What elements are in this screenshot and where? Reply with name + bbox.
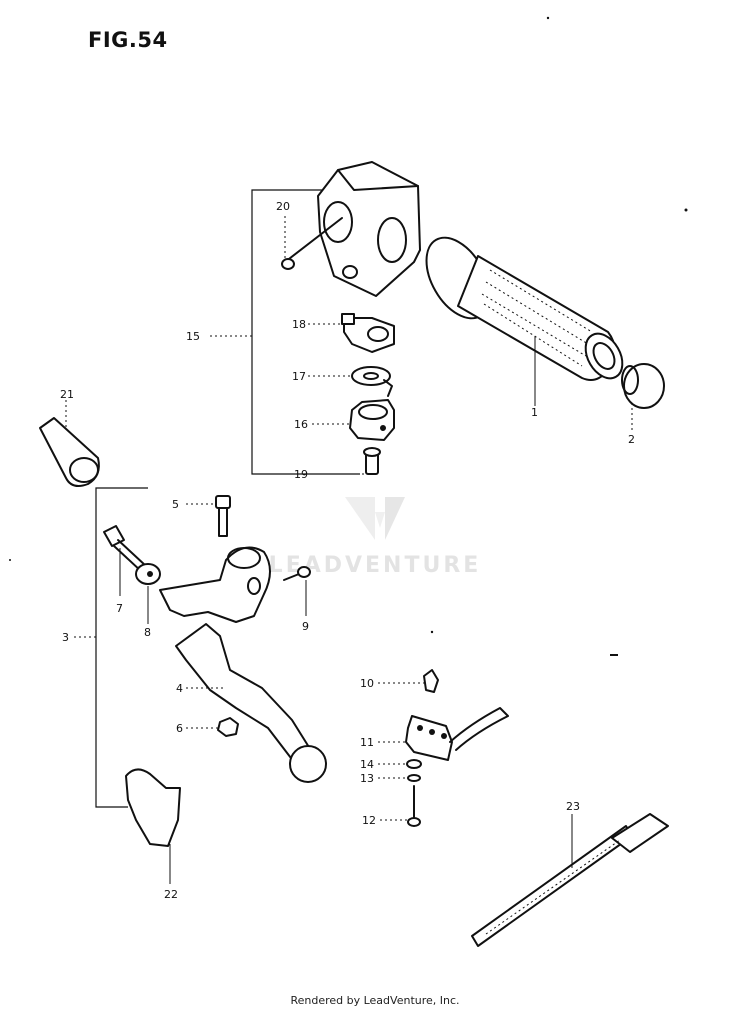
cable-guide-part-18 bbox=[341, 313, 395, 353]
callout-10: 10 bbox=[360, 677, 374, 690]
callout-20: 20 bbox=[276, 200, 290, 213]
cable-tie-part-23 bbox=[471, 813, 669, 947]
grip-end-cap-part-2 bbox=[621, 363, 665, 409]
callout-11: 11 bbox=[360, 736, 374, 749]
group-bracket-15 bbox=[210, 189, 360, 475]
callout-2: 2 bbox=[628, 433, 635, 446]
screw-part-12 bbox=[407, 785, 421, 827]
callout-7: 7 bbox=[116, 602, 123, 615]
scan-specks bbox=[9, 16, 688, 656]
footer-credit: Rendered by LeadVenture, Inc. bbox=[290, 994, 460, 1007]
callout-17: 17 bbox=[292, 370, 306, 383]
callout-labels: 1 2 3 4 5 6 7 8 9 10 11 12 13 14 15 16 1… bbox=[60, 200, 635, 901]
figure-title: FIG.54 bbox=[88, 28, 168, 52]
screw-part-20 bbox=[281, 216, 343, 270]
clip-part-10 bbox=[423, 669, 439, 693]
lever-cover-part-22 bbox=[125, 768, 181, 847]
switch-housing bbox=[317, 161, 421, 297]
nut-part-8 bbox=[135, 563, 161, 585]
clutch-switch-part-11 bbox=[405, 707, 509, 761]
handlebar-grip-part-1 bbox=[425, 236, 624, 381]
callout-12: 12 bbox=[362, 814, 376, 827]
washer-part-17 bbox=[351, 366, 393, 397]
callout-3: 3 bbox=[62, 631, 69, 644]
washer-part-14 bbox=[406, 759, 422, 769]
group-bracket-3 bbox=[74, 487, 148, 808]
lever-bracket bbox=[159, 546, 271, 623]
callout-21: 21 bbox=[60, 388, 74, 401]
callout-18: 18 bbox=[292, 318, 306, 331]
callout-14: 14 bbox=[360, 758, 374, 771]
callout-15: 15 bbox=[186, 330, 200, 343]
callout-5: 5 bbox=[172, 498, 179, 511]
callout-16: 16 bbox=[294, 418, 308, 431]
callout-1: 1 bbox=[531, 406, 538, 419]
screw-part-9 bbox=[283, 566, 311, 581]
bolt-part-19 bbox=[363, 447, 381, 475]
callout-23: 23 bbox=[566, 800, 580, 813]
bolt-part-7 bbox=[103, 525, 147, 573]
callout-9: 9 bbox=[302, 620, 309, 633]
watermark-logo bbox=[345, 497, 405, 540]
callout-22: 22 bbox=[164, 888, 178, 901]
callout-19: 19 bbox=[294, 468, 308, 481]
callout-8: 8 bbox=[144, 626, 151, 639]
callout-4: 4 bbox=[176, 682, 183, 695]
washer-part-13 bbox=[407, 774, 421, 782]
callout-13: 13 bbox=[360, 772, 374, 785]
bolt-part-5 bbox=[215, 495, 231, 537]
cable-boot-part-21 bbox=[39, 417, 100, 487]
clutch-lever-part-4 bbox=[175, 623, 327, 783]
leader-lines bbox=[65, 323, 633, 884]
nut-part-6 bbox=[217, 717, 239, 737]
callout-6: 6 bbox=[176, 722, 183, 735]
throttle-collar-part-16 bbox=[349, 399, 395, 441]
